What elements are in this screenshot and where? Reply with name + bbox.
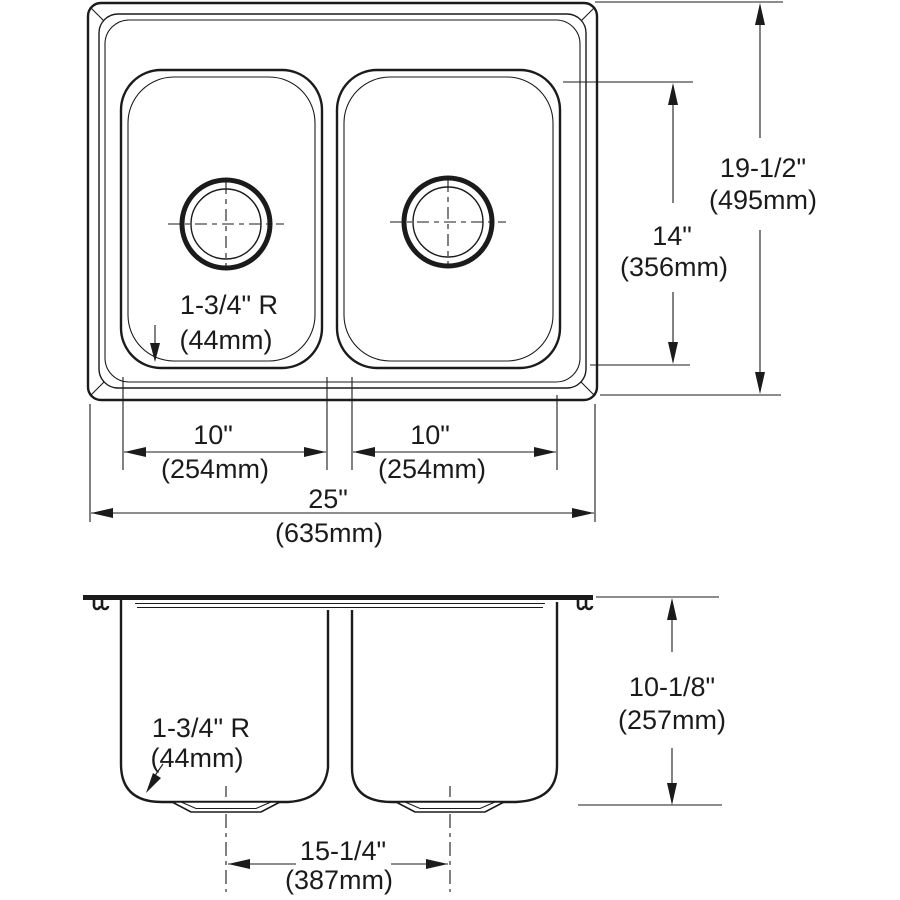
dim-drains-inches: 15-1/4"	[300, 836, 386, 866]
right-drain-fitting	[395, 801, 505, 813]
dim-depth-extension-lines	[578, 596, 722, 806]
deck-lip-lines	[135, 602, 545, 609]
right-bowl-profile	[350, 602, 559, 804]
dim-10R-metric: (254mm)	[378, 454, 486, 484]
dim-depth-metric: (257mm)	[618, 705, 726, 735]
left-drain	[168, 177, 284, 271]
corner-chamfer-lines	[89, 6, 596, 397]
left-mounting-clip-icon	[92, 600, 110, 611]
left-drain-fitting	[171, 801, 281, 813]
dim-14-metric: (356mm)	[620, 252, 728, 282]
dim-14-arrow-down-icon	[668, 342, 678, 364]
front-radius-arrow-icon	[146, 773, 161, 793]
dim-drains-arrow-right-icon	[426, 859, 448, 869]
dim-10L-inches: 10"	[193, 420, 233, 450]
front-radius-label-metric: (44mm)	[151, 743, 244, 773]
left-drain-flange	[171, 801, 281, 813]
right-bowl-outline	[335, 68, 562, 370]
dim-depth-arrow-up-icon	[667, 598, 677, 620]
right-drain	[390, 175, 506, 269]
dim-drains-arrow-left-icon	[228, 859, 250, 869]
dim-25-inches: 25"	[308, 484, 348, 514]
plan-radius-label-inches: 1-3/4" R	[180, 290, 278, 320]
dim-right-bowl-width: 10" (254mm)	[351, 377, 558, 484]
front-radius-callout: 1-3/4" R (44mm)	[146, 713, 250, 793]
right-drain-flange	[395, 801, 505, 813]
dim-10L-arrow-right-icon	[304, 447, 326, 457]
dim-10L-metric: (254mm)	[161, 454, 269, 484]
sink-rim-inner-line	[104, 19, 581, 383]
sink-rim-outer-line	[98, 13, 587, 389]
dim-10R-arrow-left-icon	[353, 447, 375, 457]
left-drain-flange-inner-line	[180, 801, 272, 810]
rim-bar	[83, 595, 593, 600]
dim-25-extension-lines	[89, 404, 596, 522]
dim-14-arrow-up-icon	[668, 83, 678, 105]
dim-overall-front-to-back: 19-1/2" (495mm)	[595, 1, 817, 396]
dim-depth-inches: 10-1/8"	[629, 672, 715, 702]
dim-14-inches: 14"	[652, 221, 692, 251]
dim-19-extension-lines	[595, 1, 783, 396]
dim-10R-inches: 10"	[410, 420, 450, 450]
left-bowl-profile	[119, 600, 330, 804]
dim-10L-extension-lines	[122, 377, 328, 470]
dim-19-inches: 19-1/2"	[720, 153, 806, 183]
left-bowl-inner-line	[127, 76, 316, 362]
dim-drain-centers: 15-1/4" (387mm)	[228, 836, 448, 895]
dim-14-extension-lines	[563, 81, 693, 366]
dim-depth-arrow-down-icon	[667, 783, 677, 805]
dim-10R-extension-lines	[351, 377, 558, 470]
front-radius-label-inches: 1-3/4" R	[152, 713, 250, 743]
plan-radius-callout: 1-3/4" R (44mm)	[150, 290, 278, 362]
dim-25-metric: (635mm)	[275, 518, 383, 548]
dim-10L-arrow-left-icon	[124, 447, 146, 457]
dim-19-metric: (495mm)	[709, 185, 817, 215]
dim-25-arrow-left-icon	[91, 508, 113, 518]
plan-view: 1-3/4" R (44mm) 14" (356mm) 19-1/2" (495…	[86, 1, 817, 548]
right-mounting-clip-icon	[576, 600, 594, 611]
dim-overall-width: 25" (635mm)	[89, 404, 596, 548]
elevation-view: 1-3/4" R (44mm) 10-1/8" (257mm) 15-1/4" …	[83, 595, 726, 895]
plan-radius-label-metric: (44mm)	[180, 325, 273, 355]
sink-outer-edge	[86, 1, 599, 402]
right-drain-flange-inner-line	[404, 801, 496, 810]
dim-bowl-front-to-back: 14" (356mm)	[563, 81, 728, 366]
right-bowl-inner-line	[343, 76, 554, 362]
dim-19-arrow-up-icon	[755, 3, 765, 25]
dim-10R-arrow-right-icon	[534, 447, 556, 457]
dim-19-arrow-down-icon	[755, 372, 765, 394]
dim-drains-metric: (387mm)	[285, 865, 393, 895]
left-bowl-outline	[119, 68, 324, 370]
drain-center-ticks	[225, 786, 451, 797]
dim-25-arrow-right-icon	[572, 508, 594, 518]
dim-bowl-depth: 10-1/8" (257mm)	[578, 596, 726, 806]
plan-radius-arrow-icon	[150, 343, 160, 362]
dim-left-bowl-width: 10" (254mm)	[122, 377, 328, 484]
